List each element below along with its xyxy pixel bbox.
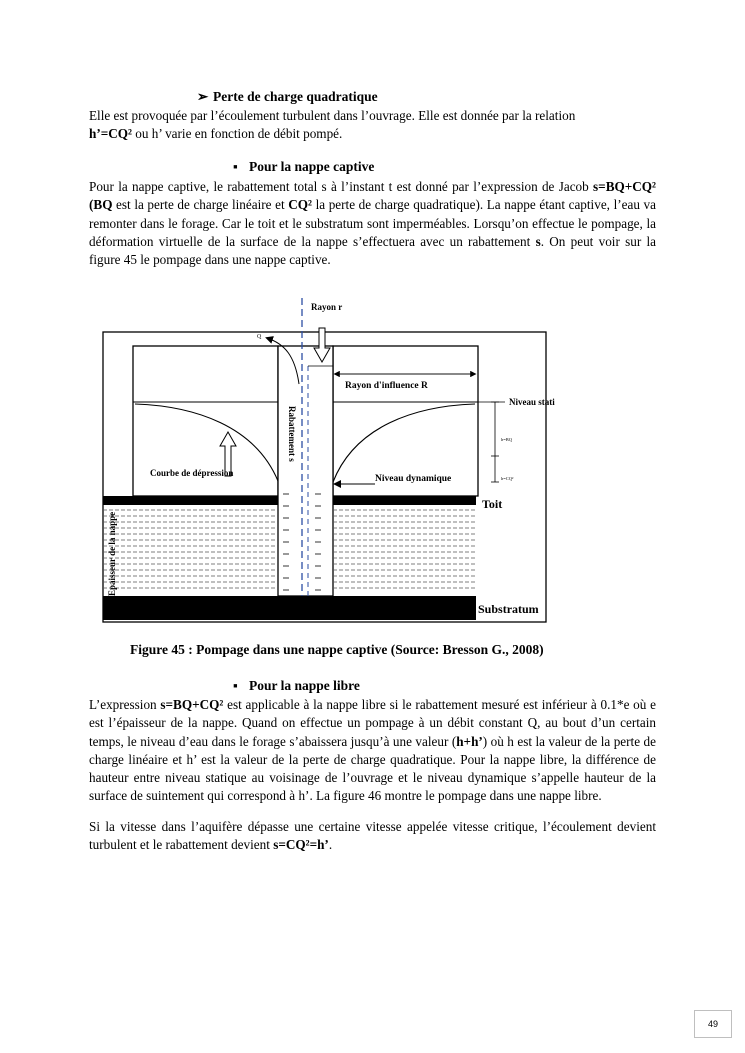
paragraph-vitesse-critique: Si la vitesse dans l’aquifère dépasse un… (89, 818, 656, 855)
well (277, 345, 334, 597)
discharge-arrow-icon (265, 336, 300, 385)
text: est applicable à la nappe libre si le ra… (89, 697, 656, 749)
heading-text: Pour la nappe libre (249, 678, 360, 693)
formula: s=BQ+CQ² (BQ (89, 179, 656, 213)
paragraph-nappe-libre: L’expression s=BQ+CQ² est applicable à l… (89, 696, 656, 806)
substratum-layer (103, 596, 476, 620)
hbq-label: h=BQ (501, 437, 513, 442)
text: ) où h est la valeur de la perte de char… (89, 733, 656, 804)
text: est la perte de charge linéaire et (112, 197, 289, 213)
figure-pumping-diagram: Q Rayon r Rayon d'influence R Niveau sta… (102, 298, 555, 623)
courbe-depression-label: Courbe de dépression (150, 468, 233, 478)
square-bullet-icon: ▪ (233, 678, 238, 693)
depression-curve-right (332, 403, 476, 483)
niveau-statique-label: Niveau statique initial fictif (509, 397, 555, 407)
toit-label: Toit (482, 497, 502, 511)
epaisseur-label: Epaisseur de la nappe (107, 512, 117, 596)
rayon-r-label: Rayon r (311, 302, 342, 312)
text: L’expression (89, 697, 161, 712)
formula: s=BQ+CQ² (160, 697, 224, 712)
well-screen (283, 493, 321, 591)
heading-nappe-captive: ▪ Pour la nappe captive (233, 159, 374, 175)
text: ou h’ varie en fonction de débit pompé. (131, 126, 343, 142)
text: Si la vitesse dans l’aquifère dépasse un… (89, 819, 656, 853)
square-bullet-icon: ▪ (233, 159, 238, 174)
arrow-bullet-icon: ➢ (197, 89, 209, 104)
text: la perte de charge quadratique). La napp… (89, 197, 656, 249)
text: . (328, 837, 333, 853)
text: . On peut voir sur la figure 45 le pompa… (89, 233, 656, 268)
heading-perte-quadratique: ➢ Perte de charge quadratique (197, 89, 378, 105)
niveau-dynamique-label: Niveau dynamique (375, 474, 451, 484)
rayon-influence-label: Rayon d'influence R (345, 381, 428, 391)
formula: s=CQ²=h’ (273, 837, 329, 853)
heading-text: Pour la nappe captive (249, 159, 375, 174)
depression-curve-left (134, 403, 279, 482)
aquifer-layer (103, 509, 476, 589)
substratum-label: Substratum (478, 602, 539, 616)
pump-arrow-icon (313, 327, 331, 364)
formula: s (535, 233, 541, 249)
text: Elle est provoquée par l’écoulement turb… (89, 108, 576, 123)
heading-text: Perte de charge quadratique (213, 89, 378, 104)
toit-layer-left (103, 496, 278, 505)
formula: h’=CQ² (89, 126, 132, 142)
formula: h+h’ (456, 733, 483, 749)
rabattement-label: Rabattement s (287, 406, 297, 462)
heading-nappe-libre: ▪ Pour la nappe libre (233, 678, 360, 694)
paragraph-quadratique: Elle est provoquée par l’écoulement turb… (89, 107, 656, 144)
page-number: 49 (694, 1010, 732, 1038)
figure-caption: Figure 45 : Pompage dans une nappe capti… (130, 642, 544, 657)
curve-pointer-icon (219, 430, 237, 477)
q-label: Q (257, 334, 262, 340)
hcq-label: h=CQ² (501, 476, 514, 481)
text: Pour la nappe captive, le rabattement to… (89, 179, 594, 194)
paragraph-nappe-captive: Pour la nappe captive, le rabattement to… (89, 178, 656, 269)
formula: CQ² (288, 197, 312, 213)
toit-layer-right (333, 496, 476, 505)
